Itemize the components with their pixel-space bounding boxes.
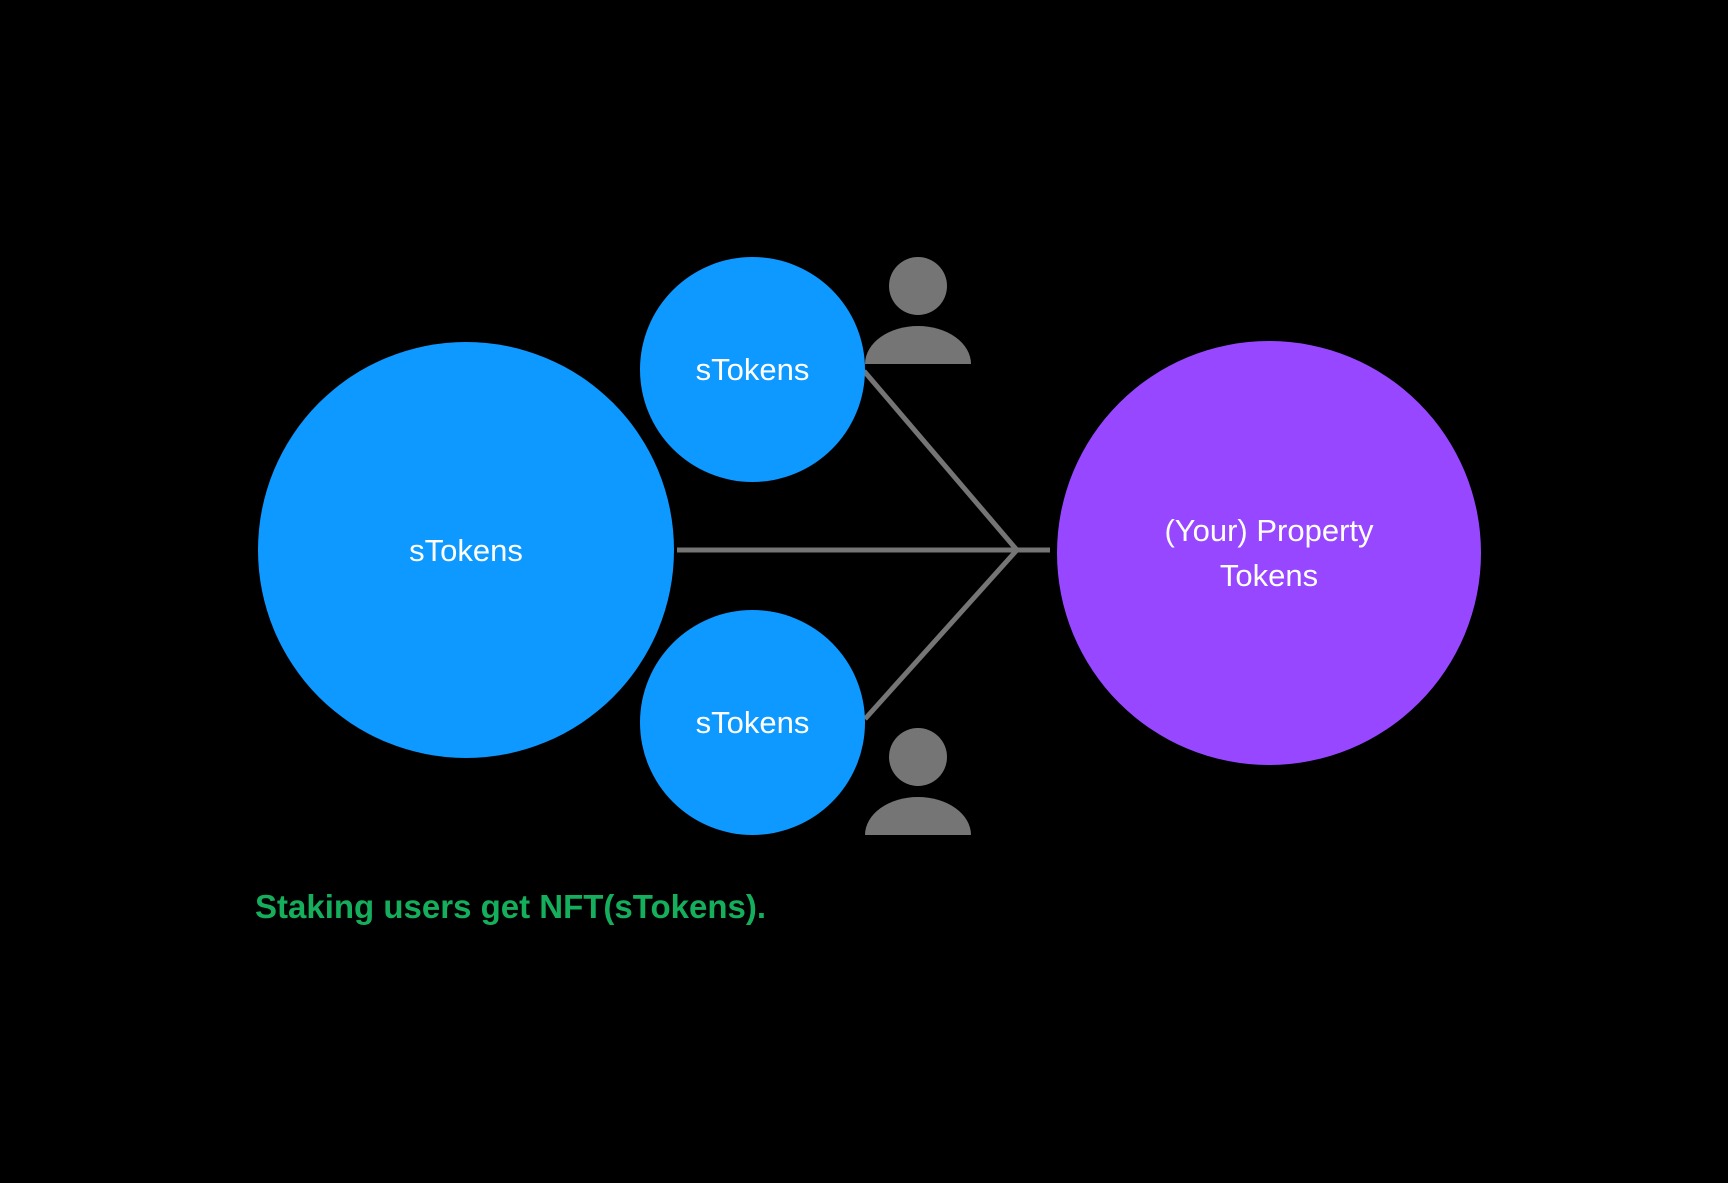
node-property-tokens: (Your) Property Tokens [1057,341,1481,765]
node-property-tokens-label: (Your) Property Tokens [1164,513,1374,593]
caption-text: Staking users get NFT(sTokens). [255,888,766,925]
node-stokens-top: sTokens [640,257,865,482]
user-icon-head [889,728,947,786]
user-icon [865,728,971,835]
connector-line-top-diagonal [862,369,1018,551]
node-stokens-top-label: sTokens [695,352,810,387]
user-icon [865,257,971,364]
node-stokens-bottom: sTokens [640,610,865,835]
node-stokens-source: sTokens [258,342,674,758]
node-stokens-bottom-label: sTokens [695,705,810,740]
user-icon-torso [865,326,971,364]
connector-line-bottom-diagonal [863,549,1018,721]
node-stokens-source-label: sTokens [409,532,523,568]
user-icon-head [889,257,947,315]
user-icon-torso [865,797,971,835]
